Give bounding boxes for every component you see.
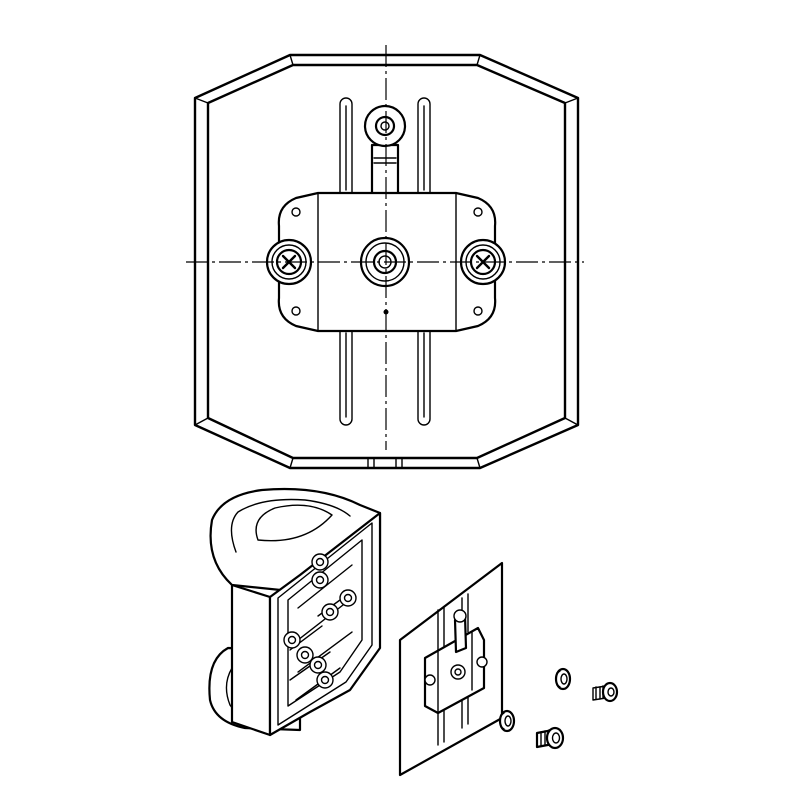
plate-assembly <box>398 561 504 777</box>
housing-bottom-tabs <box>367 457 403 469</box>
panel-slot-upper <box>437 593 469 651</box>
housing-bevel-lines <box>194 54 579 469</box>
screw-upper <box>592 681 619 703</box>
hardware-set <box>498 667 619 750</box>
panel-slot-lower <box>437 683 469 746</box>
bracket-frame-inner <box>277 522 373 726</box>
washer-upper <box>554 667 572 691</box>
bracket-spacer-posts <box>283 553 357 689</box>
washer-lower <box>498 709 516 733</box>
panel-mounting-plate <box>423 609 488 715</box>
bracket-upper-dome <box>255 504 333 542</box>
bracket-front-face <box>230 583 272 737</box>
screw-lower <box>535 726 565 750</box>
wall-bracket <box>208 487 382 737</box>
bracket-upper-inner <box>230 498 351 553</box>
speaker-back-view <box>186 45 584 470</box>
slot-inner-lines <box>345 105 425 418</box>
pivot-eye-bolt <box>363 104 407 197</box>
